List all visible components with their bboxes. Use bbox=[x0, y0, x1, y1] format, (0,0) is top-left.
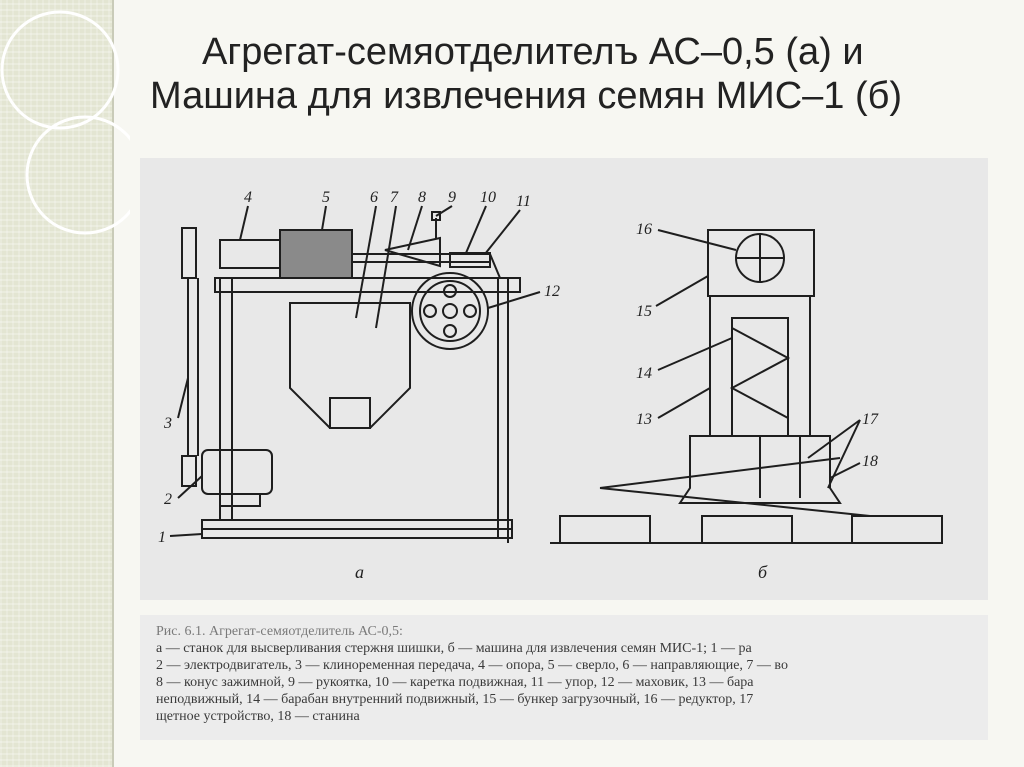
leader-10 bbox=[465, 205, 487, 254]
callout-5: 5 bbox=[322, 189, 330, 206]
panel-a-label: а bbox=[355, 562, 364, 582]
collector-right bbox=[851, 515, 943, 544]
leader-17b bbox=[827, 419, 861, 489]
machine-a-drawing bbox=[169, 205, 541, 543]
callouts-b: 16 15 14 13 17 18 bbox=[636, 221, 879, 470]
hopper bbox=[289, 302, 411, 429]
callout-15: 15 bbox=[636, 303, 652, 320]
callout-4: 4 bbox=[244, 189, 252, 206]
leader-12 bbox=[487, 291, 541, 309]
deco-circle-1 bbox=[0, 10, 120, 130]
callout-13: 13 bbox=[636, 411, 652, 428]
callout-17: 17 bbox=[862, 411, 879, 428]
callouts-a: 1 2 3 4 5 6 7 8 9 10 11 12 bbox=[158, 189, 560, 546]
callout-18: 18 bbox=[862, 453, 878, 470]
carriage bbox=[449, 252, 491, 268]
side-divider bbox=[112, 0, 114, 767]
diagram-canvas: 1 2 3 4 5 6 7 8 9 10 11 12 16 15 14 13 1… bbox=[158, 189, 943, 582]
leader-9 bbox=[435, 205, 453, 217]
collector-center bbox=[701, 515, 793, 544]
leader-7 bbox=[375, 205, 397, 329]
top-pulley bbox=[181, 227, 197, 279]
callout-2: 2 bbox=[164, 491, 172, 508]
leader-16 bbox=[657, 229, 737, 251]
clamp-cone bbox=[384, 236, 441, 268]
leader-2 bbox=[177, 475, 203, 499]
callout-1: 1 bbox=[158, 529, 166, 546]
callout-3: 3 bbox=[163, 415, 172, 432]
leader-6 bbox=[355, 205, 377, 319]
panel-b-label: б bbox=[758, 562, 768, 582]
callout-16: 16 bbox=[636, 221, 652, 238]
callout-14: 14 bbox=[636, 365, 652, 382]
leader-18 bbox=[829, 462, 861, 479]
flywheel-hole-right bbox=[463, 304, 477, 318]
flywheel-hole-left bbox=[423, 304, 437, 318]
leader-4 bbox=[239, 205, 249, 241]
caption-line-1: Рис. 6.1. Агрегат-семяотделитель АС-0,5: bbox=[156, 624, 403, 639]
handle-knob bbox=[431, 211, 441, 221]
inner-drum-spiral bbox=[729, 327, 791, 419]
leader-5 bbox=[321, 205, 327, 231]
caption-line-3: 2 — электродвигатель, 3 — клиноременная … bbox=[156, 658, 788, 673]
sieve-lower bbox=[599, 487, 871, 517]
table-top bbox=[214, 277, 521, 293]
leader-13 bbox=[657, 387, 711, 419]
leader-8 bbox=[407, 205, 423, 251]
machine-diagram: 1 2 3 4 5 6 7 8 9 10 11 12 16 15 14 13 1… bbox=[140, 158, 988, 600]
flywheel bbox=[411, 272, 489, 350]
callout-7: 7 bbox=[390, 189, 399, 206]
flywheel-hub bbox=[442, 303, 458, 319]
drill-housing bbox=[279, 229, 353, 279]
caption-line-4: 8 — конус зажимной, 9 — рукоятка, 10 — к… bbox=[156, 675, 754, 690]
inner-drum bbox=[731, 317, 789, 437]
slide-title-line-2: Машина для извлечения семян МИС–1 (б) bbox=[150, 75, 903, 117]
flywheel-hole-bottom bbox=[443, 324, 457, 338]
caption-line-5: неподвижный, 14 — барабан внутренний под… bbox=[156, 692, 754, 707]
leader-15 bbox=[655, 275, 709, 307]
hopper-outlet bbox=[329, 397, 371, 429]
collector-left bbox=[559, 515, 651, 544]
callout-6: 6 bbox=[370, 189, 378, 206]
leader-14 bbox=[657, 337, 733, 371]
callout-10: 10 bbox=[480, 189, 496, 206]
slide-title-line-1: Агрегат-семяотделителъ АС–0,5 (а) и bbox=[202, 31, 864, 73]
sieve-upper bbox=[599, 457, 841, 489]
support-block bbox=[219, 239, 281, 269]
leader-17a bbox=[807, 419, 861, 459]
electric-motor bbox=[201, 449, 273, 495]
deco-circle-2 bbox=[25, 115, 130, 235]
leader-3 bbox=[177, 377, 189, 419]
flywheel-inner bbox=[419, 280, 481, 342]
caption-line-2: а — станок для высверливания стержня шиш… bbox=[156, 641, 752, 656]
flywheel-hole-top bbox=[443, 284, 457, 298]
callout-12: 12 bbox=[544, 283, 560, 300]
leader-11 bbox=[484, 209, 521, 255]
callout-8: 8 bbox=[418, 189, 426, 206]
machine-b-drawing bbox=[550, 229, 943, 544]
callout-9: 9 bbox=[448, 189, 456, 206]
motor-mount bbox=[219, 493, 261, 507]
decorative-circles bbox=[0, 10, 130, 235]
bottom-pulley bbox=[181, 455, 197, 487]
figure-caption: Рис. 6.1. Агрегат-семяотделитель АС-0,5:… bbox=[140, 615, 988, 740]
callout-11: 11 bbox=[516, 193, 531, 210]
caption-line-6: щетное устройство, 18 — станина bbox=[156, 709, 360, 724]
leader-1 bbox=[169, 533, 203, 537]
slide-title: Агрегат-семяотделителъ АС–0,5 (а) и Маши… bbox=[150, 30, 1010, 118]
stop bbox=[489, 253, 501, 279]
stand bbox=[678, 435, 842, 504]
